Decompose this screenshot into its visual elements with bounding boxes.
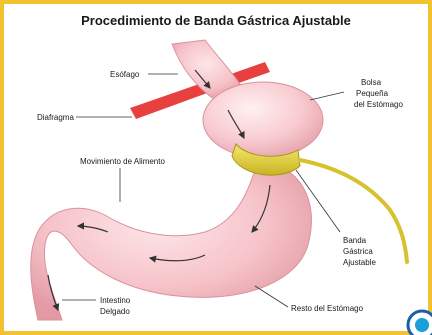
label-diafragma: Diafragma bbox=[37, 113, 74, 122]
label-esofago: Esófago bbox=[110, 70, 140, 79]
label-banda-1: Banda bbox=[343, 236, 367, 245]
label-resto: Resto del Estómago bbox=[291, 304, 364, 313]
label-movimiento: Movimiento de Alimento bbox=[80, 157, 165, 166]
corner-logo bbox=[408, 311, 432, 335]
label-bolsa-2: Pequeña bbox=[356, 89, 389, 98]
label-banda-2: Gástrica bbox=[343, 247, 373, 256]
label-intestino-1: Intestino bbox=[100, 296, 131, 305]
label-intestino-2: Delgado bbox=[100, 307, 130, 316]
label-bolsa-3: del Estómago bbox=[354, 100, 403, 109]
label-bolsa-1: Bolsa bbox=[361, 78, 382, 87]
stomach-body bbox=[31, 160, 312, 320]
stomach-pouch bbox=[203, 82, 323, 158]
label-banda-3: Ajustable bbox=[343, 258, 376, 267]
